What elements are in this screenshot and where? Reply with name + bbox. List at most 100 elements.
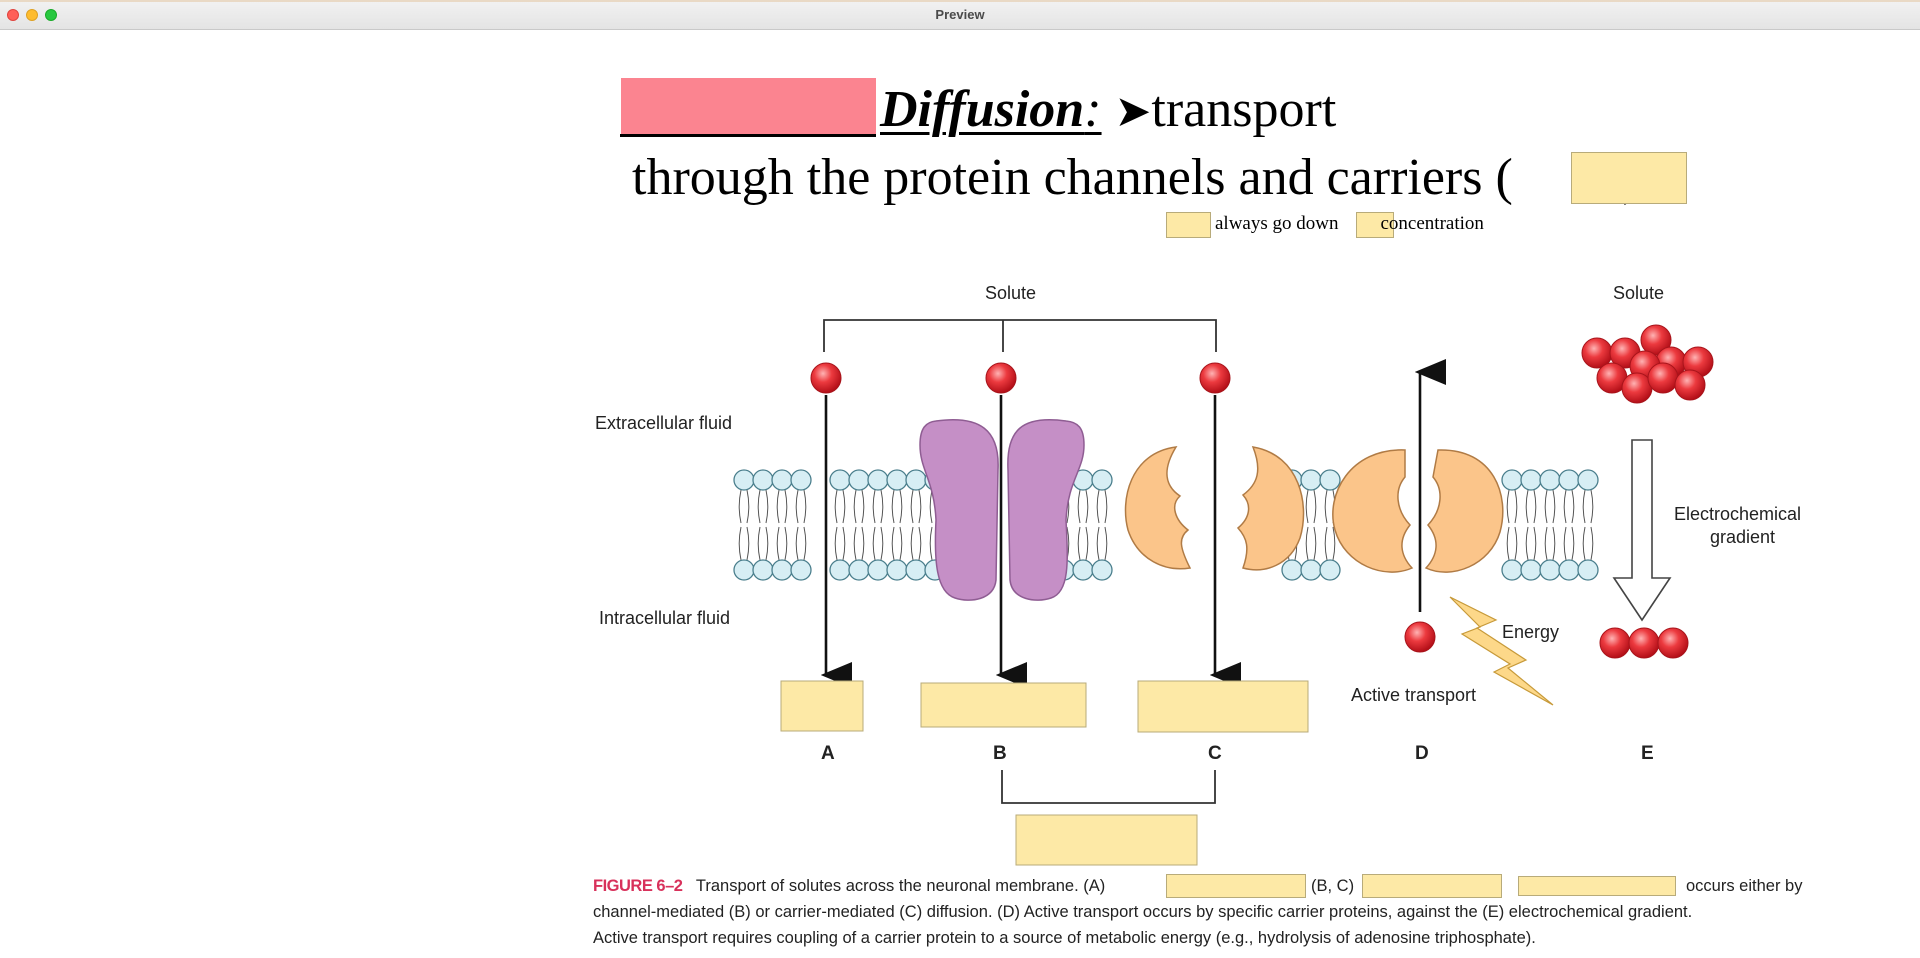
down-blank-box: [1356, 212, 1394, 238]
lipid-tail: [1294, 526, 1298, 561]
lipid-head: [924, 469, 946, 491]
lipid-tail: [853, 526, 857, 561]
lipid-tail: [1525, 489, 1529, 524]
lipid-tail: [1514, 489, 1518, 524]
lipid-tail: [1582, 489, 1586, 524]
lipid-tail: [861, 489, 865, 524]
lipid-head: [1577, 559, 1599, 581]
heading-underline: [620, 134, 876, 137]
lipid-head: [1520, 559, 1542, 581]
lipid-tail: [738, 526, 742, 561]
lipid-head: [867, 559, 889, 581]
lipid-tail: [1096, 526, 1100, 561]
lipid-tail: [784, 489, 788, 524]
panel-letter-c: C: [1208, 743, 1222, 764]
lipid-head: [905, 469, 927, 491]
lipid-head: [1091, 559, 1113, 581]
lipid-tail: [918, 489, 922, 524]
paren-open: (: [1495, 149, 1513, 206]
lipid-tail: [795, 526, 799, 561]
caption-line-3: Active transport requires coupling of a …: [593, 929, 1536, 947]
lipid-head: [771, 469, 793, 491]
lipid-tail: [1324, 526, 1328, 561]
lipid-tail: [1525, 526, 1529, 561]
lipid-tail: [842, 489, 846, 524]
lipid-tail: [776, 489, 780, 524]
carrier-protein-c: [1124, 446, 1305, 571]
extracellular-fluid-label: Extracellular fluid: [595, 413, 733, 433]
lipid-tail: [834, 489, 838, 524]
lipid-tail: [1514, 526, 1518, 561]
panel-letter-b: B: [993, 743, 1007, 764]
lipid-tail: [1590, 526, 1594, 561]
lipid-tail: [872, 526, 876, 561]
lipid-head: [752, 469, 774, 491]
gradient-label-2: gradient: [1710, 527, 1776, 547]
lipid-tail: [1332, 526, 1336, 561]
arrow-bullet-icon: ➤: [1114, 87, 1152, 136]
lipid-tail: [746, 526, 750, 561]
lipid-tail: [834, 526, 838, 561]
close-window-button[interactable]: [7, 9, 19, 21]
panel-letter-d: D: [1415, 743, 1429, 764]
lipid-tail: [937, 489, 941, 524]
lipid-tail: [1085, 489, 1089, 524]
lipid-tail: [784, 526, 788, 561]
redacted-term-box: [621, 78, 876, 134]
lipid-tail: [1563, 489, 1567, 524]
lipid-tail: [918, 526, 922, 561]
caption-blank-1: [1166, 874, 1306, 898]
lipid-head: [886, 559, 908, 581]
lipid-tail: [910, 526, 914, 561]
lipid-head: [1300, 559, 1322, 581]
solute-bracket-left: [823, 319, 1217, 352]
lipid-head: [924, 559, 946, 581]
lipid-tail: [1544, 526, 1548, 561]
lipid-tail: [1066, 526, 1070, 561]
heading-colon: :: [1084, 81, 1102, 138]
lipid-head: [829, 469, 851, 491]
panel-letter-a: A: [821, 743, 835, 764]
lipid-tail: [1533, 489, 1537, 524]
lipid-head: [733, 469, 755, 491]
caption-blank-2: [1362, 874, 1502, 898]
bc-bracket: [1001, 770, 1216, 804]
heading-line-2: through the protein channels and carrier…: [632, 152, 1640, 204]
caption-text-3: occurs either by: [1686, 877, 1803, 895]
lipid-tail: [929, 526, 933, 561]
lipid-head: [1281, 469, 1303, 491]
lipid-tail: [738, 489, 742, 524]
zoom-window-button[interactable]: [45, 9, 57, 21]
lipid-tail: [1563, 526, 1567, 561]
lipid-head: [848, 559, 870, 581]
lipid-tail: [765, 489, 769, 524]
lipid-tail: [1533, 526, 1537, 561]
lipid-head: [1281, 559, 1303, 581]
lipid-tail: [1305, 489, 1309, 524]
lipid-tail: [880, 489, 884, 524]
lipid-tail: [803, 489, 807, 524]
diffusion-term: Diffusion: [880, 81, 1085, 138]
lipid-head: [829, 559, 851, 581]
lipid-tail: [929, 489, 933, 524]
lipid-head: [1558, 559, 1580, 581]
lipid-tail: [1104, 489, 1108, 524]
lipid-head: [771, 559, 793, 581]
heading-line-2-text: through the protein channels and carrier…: [632, 149, 1483, 206]
intracellular-fluid-label: Intracellular fluid: [599, 608, 731, 628]
lipid-head: [1501, 469, 1523, 491]
lipid-head: [752, 559, 774, 581]
figure-blanks: [780, 680, 1309, 866]
minimize-window-button[interactable]: [26, 9, 38, 21]
panel-letter-e: E: [1641, 743, 1654, 764]
lipid-tail: [1552, 489, 1556, 524]
caption-text-1: Transport of solutes across the neuronal…: [695, 877, 1106, 895]
transport-arrows: [820, 359, 1446, 688]
solute-label-right: Solute: [1613, 283, 1665, 303]
lipid-tail: [1590, 489, 1594, 524]
lipid-head: [1319, 469, 1341, 491]
lipid-head: [1091, 469, 1113, 491]
lipid-tail: [899, 489, 903, 524]
lipid-tail: [795, 489, 799, 524]
